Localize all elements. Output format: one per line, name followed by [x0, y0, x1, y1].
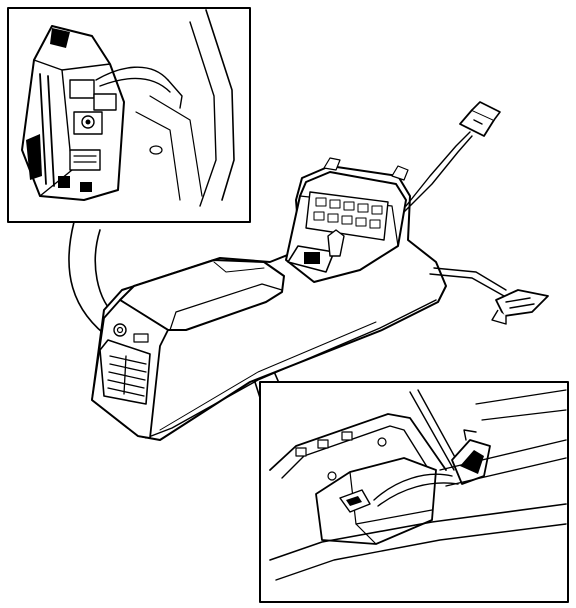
upper-connector-icon [459, 101, 501, 137]
rear-switch-panel [99, 323, 151, 405]
switch-bank [313, 197, 383, 229]
switch-grille [107, 355, 147, 397]
wiring-harness [403, 131, 507, 297]
switch-module [21, 25, 125, 201]
shifter-pod [285, 157, 409, 283]
lower-connector-icon [491, 289, 549, 325]
center-console [91, 131, 507, 441]
inset-bottom-right [259, 381, 569, 603]
inset-top-left [7, 7, 251, 223]
